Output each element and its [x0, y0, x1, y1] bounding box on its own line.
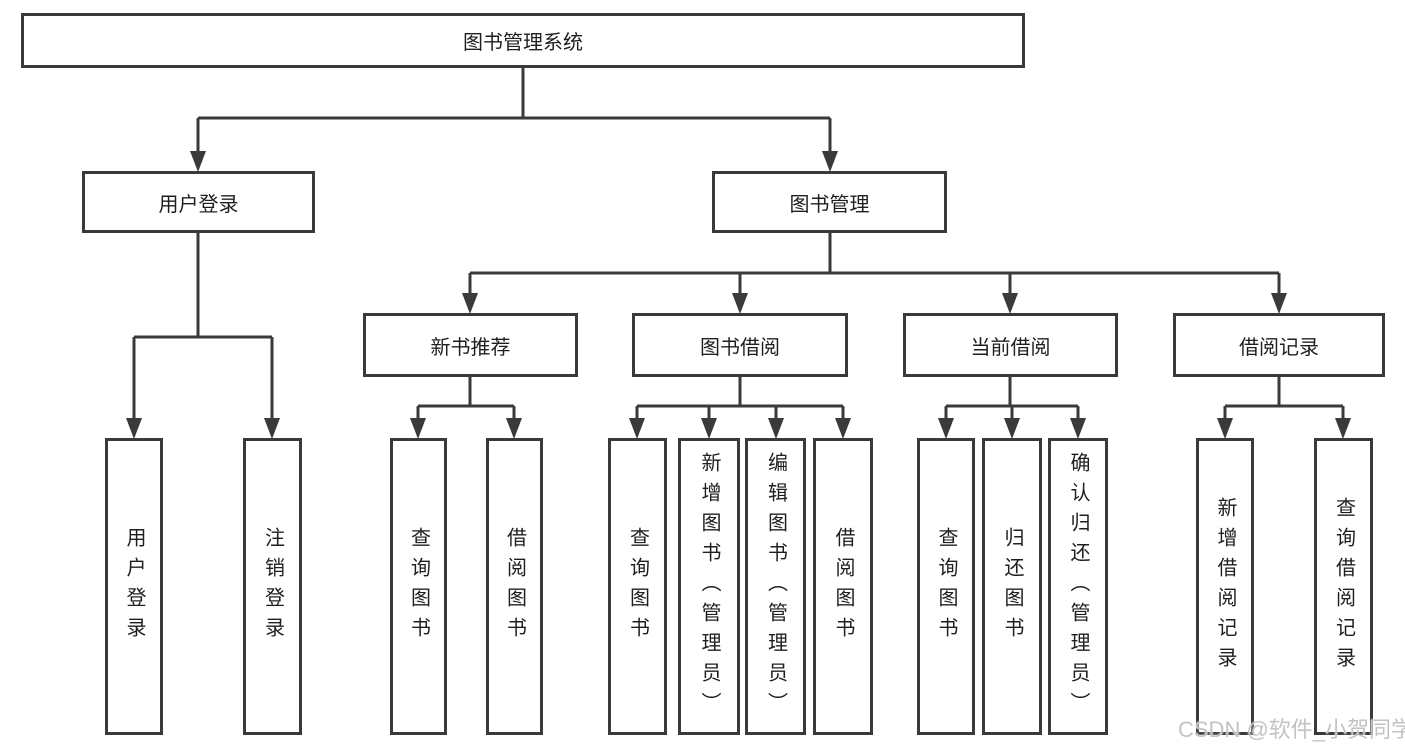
leaf-query-books-current: 查询图书: [917, 438, 975, 735]
node-label: 当前借阅: [970, 336, 1051, 359]
node-new-book-recommend: 新书推荐: [363, 313, 578, 377]
node-label: 注销登录: [261, 526, 284, 647]
leaf-query-books-borrowing: 查询图书: [608, 438, 667, 735]
node-label: 借阅记录: [1239, 336, 1319, 359]
node-label: 新增图书（管理员）: [698, 451, 720, 722]
leaf-user-login: 用户登录: [105, 438, 163, 735]
arrowheads: [126, 151, 1351, 439]
node-label: 用户登录: [123, 526, 145, 647]
node-label: 图书管理系统: [463, 32, 583, 54]
node-user-login-branch: 用户登录: [82, 171, 315, 233]
node-label: 借阅图书: [503, 526, 526, 647]
leaf-query-borrow-record: 查询借阅记录: [1314, 438, 1373, 735]
node-label: 图书借阅: [700, 336, 780, 359]
leaf-add-borrow-record: 新增借阅记录: [1196, 438, 1254, 735]
node-label: 编辑图书（管理员）: [764, 451, 787, 722]
node-library-management-system: 图书管理系统: [21, 13, 1025, 68]
connector-lines: [132, 68, 1345, 423]
leaf-add-books-admin: 新增图书（管理员）: [678, 438, 740, 735]
leaf-return-books: 归还图书: [982, 438, 1042, 735]
node-borrowing-records: 借阅记录: [1173, 313, 1385, 377]
leaf-edit-books-admin: 编辑图书（管理员）: [745, 438, 806, 735]
node-label: 查询借阅记录: [1332, 496, 1355, 677]
node-label: 归还图书: [1001, 526, 1023, 647]
node-label: 用户登录: [158, 193, 239, 216]
node-label: 图书管理: [789, 193, 870, 216]
node-book-borrowing: 图书借阅: [632, 313, 848, 377]
leaf-borrow-books-borrowing: 借阅图书: [813, 438, 873, 735]
leaf-logout: 注销登录: [243, 438, 302, 735]
node-label: 确认归还（管理员）: [1067, 451, 1089, 722]
node-book-management-branch: 图书管理: [712, 171, 947, 233]
csdn-watermark: CSDN @软件_小贺同学: [1178, 717, 1405, 742]
leaf-query-books-recommend: 查询图书: [390, 438, 447, 735]
leaf-borrow-books-recommend: 借阅图书: [486, 438, 543, 735]
node-label: 借阅图书: [832, 526, 854, 647]
node-label: 查询图书: [626, 526, 649, 647]
node-label: 新增借阅记录: [1214, 496, 1236, 677]
node-label: 查询图书: [935, 526, 957, 647]
leaf-confirm-return-admin: 确认归还（管理员）: [1048, 438, 1108, 735]
node-label: 查询图书: [407, 526, 430, 647]
node-label: 新书推荐: [430, 336, 511, 359]
node-current-borrowing: 当前借阅: [903, 313, 1118, 377]
